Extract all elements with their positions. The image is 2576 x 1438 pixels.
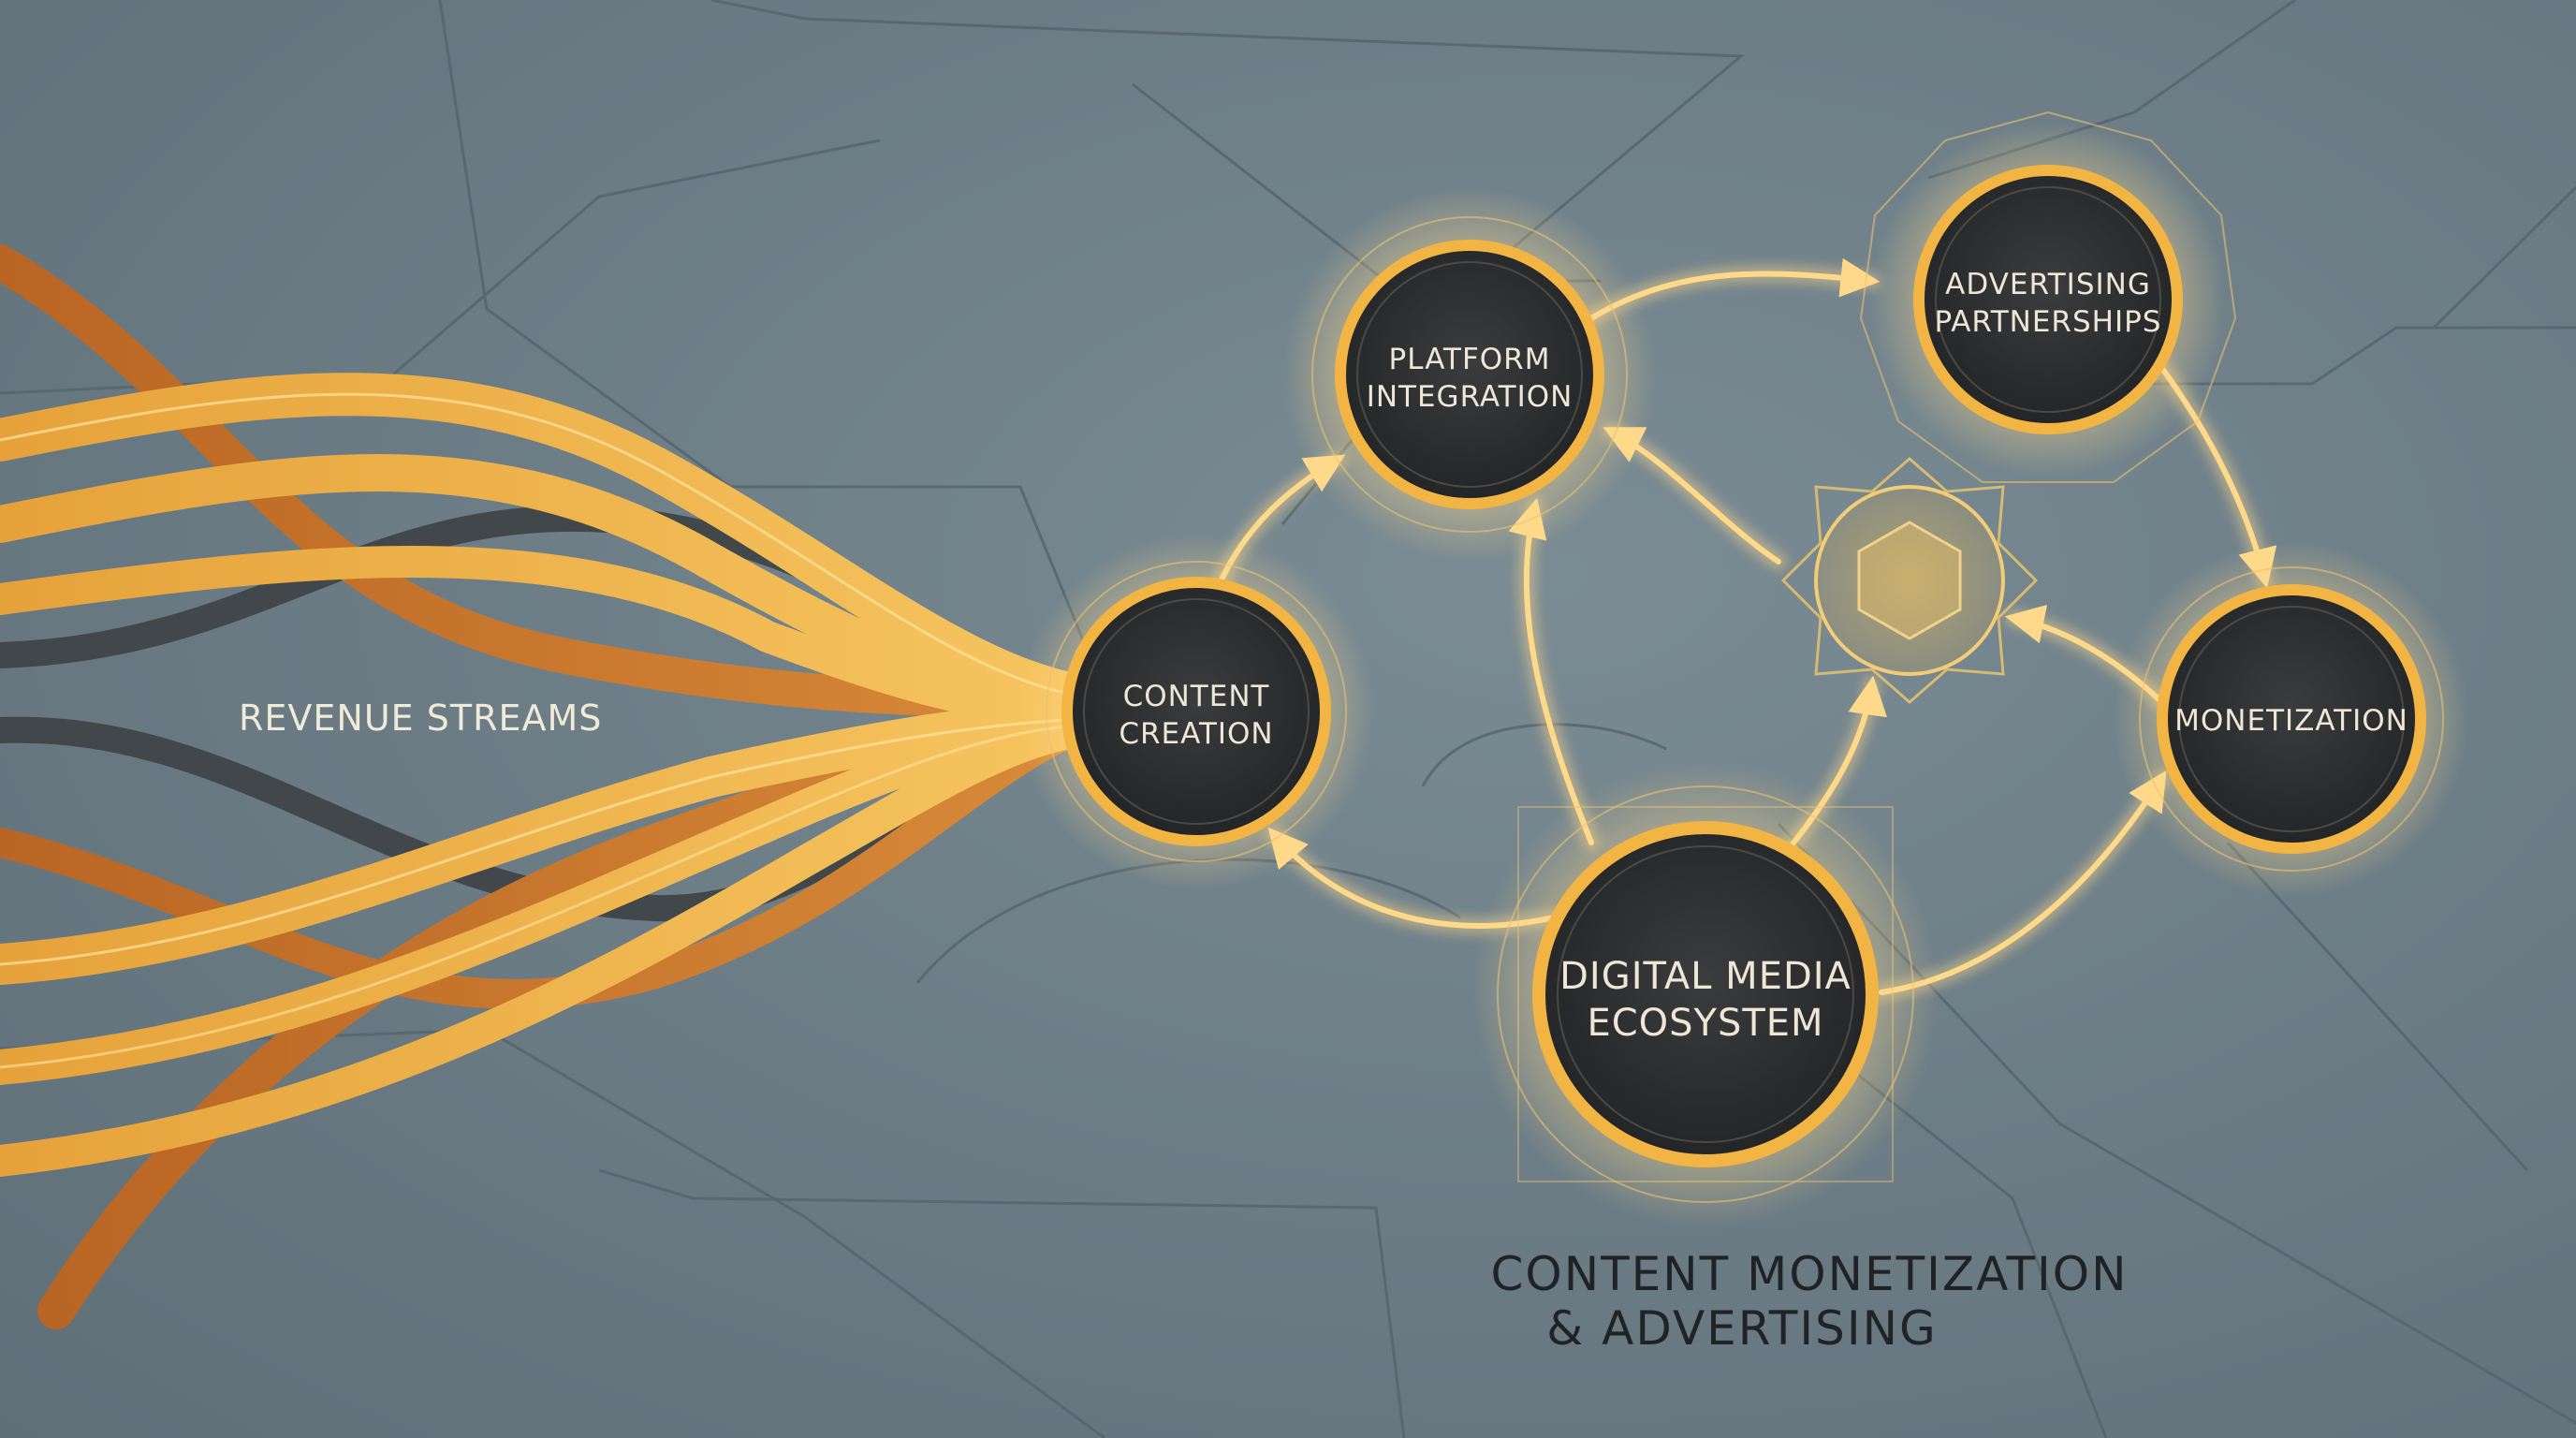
gold-stream	[0, 454, 1105, 723]
node-platform-integration: PLATFORM INTEGRATION	[1282, 187, 1657, 562]
node-monetization: MONETIZATION	[2114, 541, 2469, 897]
gold-stream	[0, 546, 1102, 727]
node-label-line1: MONETIZATION	[2174, 704, 2408, 738]
title-line1: CONTENT MONETIZATION	[1490, 1247, 2128, 1301]
hub-star-outline	[1780, 457, 2039, 704]
node-label-line1: ADVERTISING	[1945, 268, 2151, 301]
node-label-line2: CREATION	[1119, 717, 1273, 751]
node-label-line1: PLATFORM	[1389, 343, 1551, 376]
node-advertising-partnerships: ADVERTISING PARTNERSHIPS	[1859, 110, 2237, 483]
revenue-stream-ribbons	[0, 244, 1107, 1329]
node-label-line2: INTEGRATION	[1367, 380, 1573, 414]
hexagon-icon	[1857, 521, 1962, 640]
central-hub	[1780, 457, 2039, 704]
gold-stream	[0, 714, 1102, 1177]
arrow-ecosystem-to-platform	[1508, 497, 1594, 845]
node-label-line2: ECOSYSTEM	[1587, 1002, 1823, 1045]
node-label-line1: CONTENT	[1123, 680, 1270, 713]
title-line2: & ADVERTISING	[1546, 1301, 1938, 1356]
revenue-streams-label: REVENUE STREAMS	[239, 697, 602, 739]
node-label-line1: DIGITAL MEDIA	[1559, 955, 1852, 998]
node-content-creation: CONTENT CREATION	[1018, 534, 1374, 889]
node-digital-media-ecosystem: DIGITAL MEDIA ECOSYSTEM	[1471, 760, 1939, 1228]
node-label-line2: PARTNERSHIPS	[1935, 305, 2162, 339]
